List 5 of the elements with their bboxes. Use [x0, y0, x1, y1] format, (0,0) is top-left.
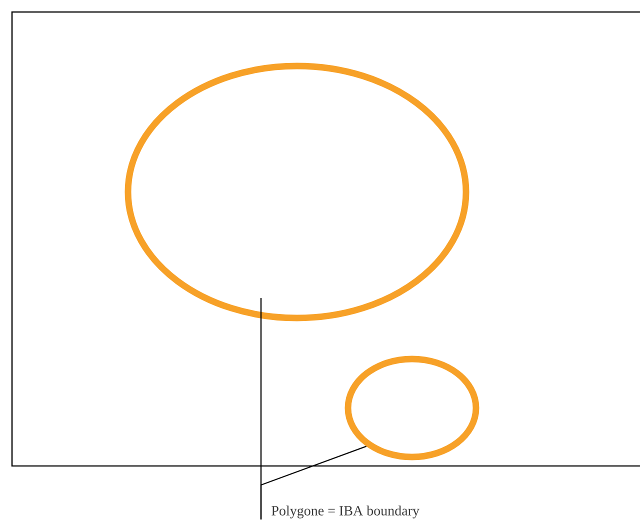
boundary-label: Polygone = IBA boundary [272, 506, 420, 518]
leader-line [260, 446, 367, 520]
map-frame [11, 11, 640, 467]
boundary-ellipse [344, 356, 480, 460]
boundary-ellipse [124, 62, 470, 322]
